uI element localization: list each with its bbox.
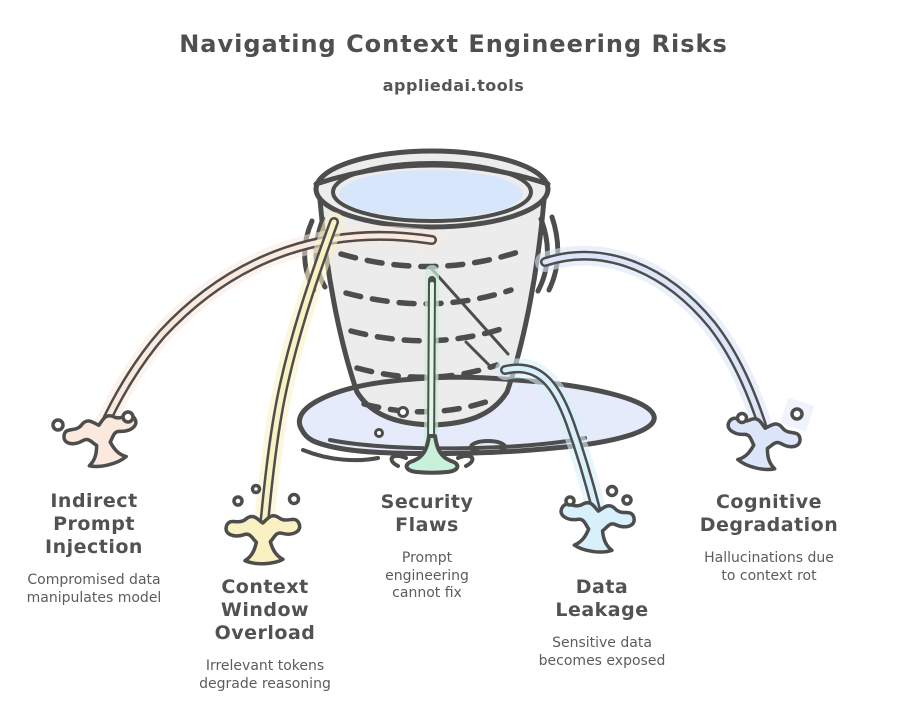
stream-data-leakage [495,358,607,523]
puddle-bubbles [374,406,409,438]
cyan-splash [554,497,638,559]
risk-description: Irrelevant tokens degrade reasoning [199,658,331,692]
risk-title: Data Leakage [555,576,649,621]
risk-title: Context Window Overload [214,576,316,644]
risk-description: Prompt engineering cannot fix [385,550,469,601]
puddle-outline [297,374,657,463]
risk-title: Indirect Prompt Injection [45,490,143,558]
stream-security-flaws [389,265,475,475]
stream-context-window-overload [254,212,344,536]
risk-data-leakage: Data Leakage Sensitive data becomes expo… [512,576,692,670]
risk-description: Hallucinations due to context rot [704,550,834,584]
risk-indirect-prompt-injection: Indirect Prompt Injection Compromised da… [4,490,184,607]
stream-cognitive-degradation [535,245,773,438]
stream-indirect-prompt-injection [93,225,442,438]
green-splash [404,434,460,475]
bucket-cracks [428,265,510,370]
water-surface [339,170,523,218]
yellow-splash [223,513,303,567]
bucket-rim-top-line [313,162,551,187]
risk-cognitive-degradation: Cognitive Degradation Hallucinations due… [679,491,859,585]
risk-security-flaws: Security Flaws Prompt engineering cannot… [337,491,517,603]
risk-context-window-overload: Context Window Overload Irrelevant token… [175,576,355,693]
risk-title: Cognitive Degradation [699,491,839,536]
risk-description: Compromised data manipulates model [26,572,162,606]
page-title: Navigating Context Engineering Risks [179,30,728,58]
splash-droplets [51,407,804,507]
page-subtitle: appliedai.tools [382,76,525,95]
risk-description: Sensitive data becomes exposed [538,635,666,669]
risk-title: Security Flaws [380,491,474,536]
